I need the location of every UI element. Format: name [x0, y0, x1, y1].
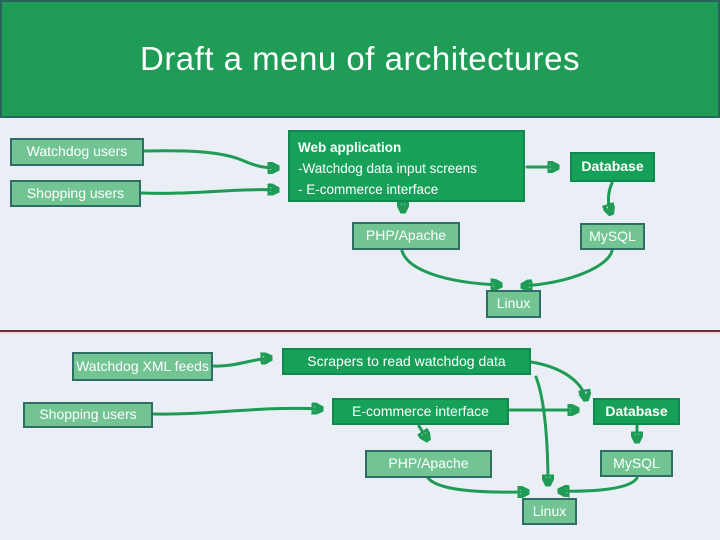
connector-database-to-mysql-1	[609, 181, 613, 214]
slide-title: Draft a menu of architectures	[139, 40, 581, 77]
node-database-1: Database	[570, 152, 655, 182]
web-application-line-2: - E-commerce interface	[298, 182, 439, 197]
node-database-2: Database	[593, 398, 680, 425]
node-ecommerce-interface: E-commerce interface	[332, 398, 509, 425]
connector-mysql-to-linux-1	[522, 249, 614, 286]
connector-shopping-users-to-web-application	[139, 190, 278, 194]
connector-scrapers-to-database	[529, 360, 586, 400]
connector-xml-feeds-to-scrapers	[212, 358, 271, 368]
node-web-application: Web application -Watchdog data input scr…	[288, 130, 525, 202]
connector-shopping-users-to-ecommerce	[152, 408, 322, 416]
node-watchdog-xml-feeds: Watchdog XML feeds	[72, 352, 213, 381]
node-shopping-users-2: Shopping users	[23, 402, 153, 428]
section-divider	[0, 330, 720, 332]
connector-php-apache-to-linux-1	[400, 249, 501, 285]
slide-title-bar: Draft a menu of architectures	[0, 0, 720, 118]
node-mysql-1: MySQL	[580, 223, 645, 250]
node-watchdog-users: Watchdog users	[10, 138, 144, 166]
node-shopping-users-1: Shopping users	[10, 180, 141, 207]
web-application-title: Web application	[298, 140, 402, 155]
connector-watchdog-users-to-web-application	[142, 149, 278, 168]
node-php-apache-1: PHP/Apache	[352, 222, 460, 250]
node-linux-1: Linux	[486, 290, 541, 318]
connector-scrapers-to-linux	[534, 375, 548, 485]
connector-mysql-to-linux-2	[559, 476, 639, 491]
connector-php-apache-to-linux-2	[426, 476, 528, 492]
node-php-apache-2: PHP/Apache	[365, 450, 492, 478]
web-application-line-1: -Watchdog data input screens	[298, 161, 477, 176]
node-scrapers: Scrapers to read watchdog data	[282, 348, 531, 375]
node-mysql-2: MySQL	[600, 450, 673, 477]
node-linux-2: Linux	[522, 498, 577, 525]
connector-ecommerce-to-php-apache	[419, 424, 428, 440]
